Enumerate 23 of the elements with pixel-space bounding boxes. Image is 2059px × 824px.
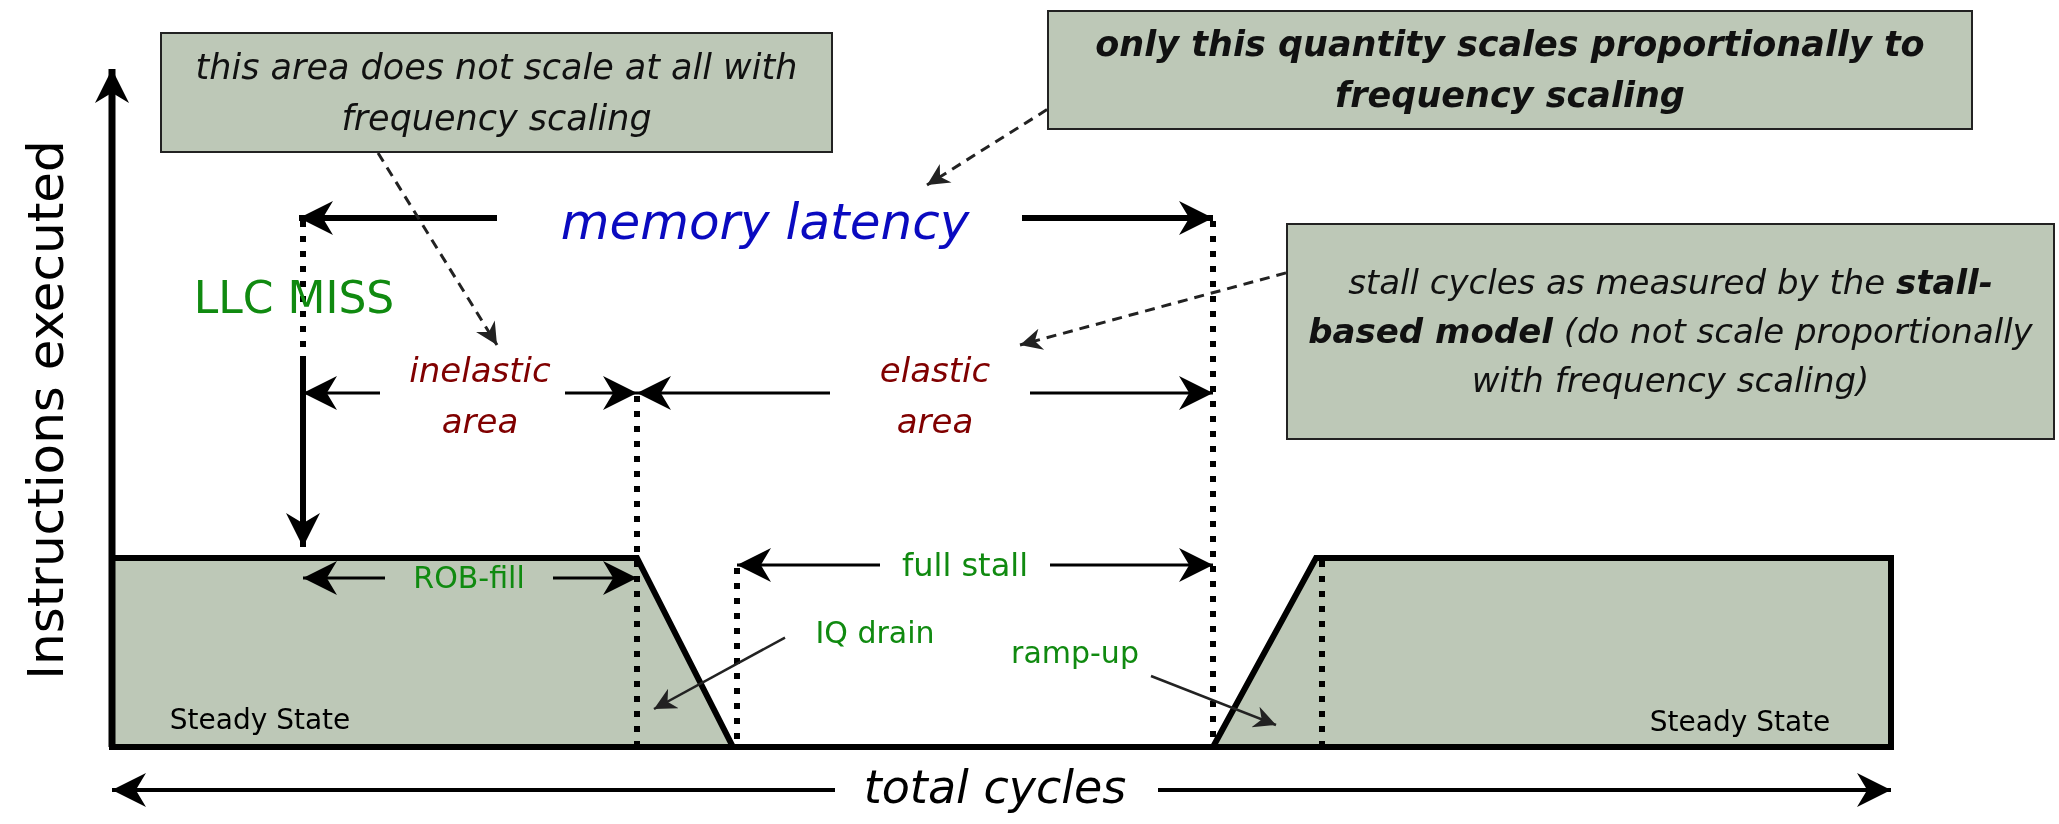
region-label: Steady State — [1649, 705, 1831, 739]
callout-box — [160, 32, 833, 153]
callout-box — [1286, 223, 2055, 440]
axis-title: Instructions executed — [16, 140, 76, 680]
callout-text: this area does not scale at all with frequency scaling — [194, 45, 799, 140]
annotation-text: elastic area — [850, 345, 1020, 451]
annotation-text: ramp-up — [980, 630, 1170, 676]
axis-title: total cycles — [863, 760, 1127, 816]
leader-arrow — [1150, 674, 1277, 728]
dimension-label: full stall — [901, 545, 1029, 585]
callout-box — [1047, 10, 1973, 130]
leader-arrow — [653, 636, 786, 711]
callout-text: stall cycles as measured by the stall-based model (do not scale proportionally with frequency scaling) — [1307, 260, 2034, 403]
dashed-leader-arrow — [1019, 271, 1287, 350]
annotation-text: inelastic area — [395, 345, 565, 451]
event-label: LLC MISS — [193, 271, 395, 325]
annotation-text: IQ drain — [785, 610, 965, 656]
annotation-text: memory latency — [540, 185, 990, 255]
callout-text: only this quantity scales proportionally to frequency scaling — [1094, 23, 1926, 117]
region-label: Steady State — [169, 703, 351, 737]
dimension-label: ROB-fill — [413, 560, 525, 596]
dashed-leader-arrow — [376, 152, 499, 346]
dashed-leader-arrow — [926, 108, 1048, 187]
